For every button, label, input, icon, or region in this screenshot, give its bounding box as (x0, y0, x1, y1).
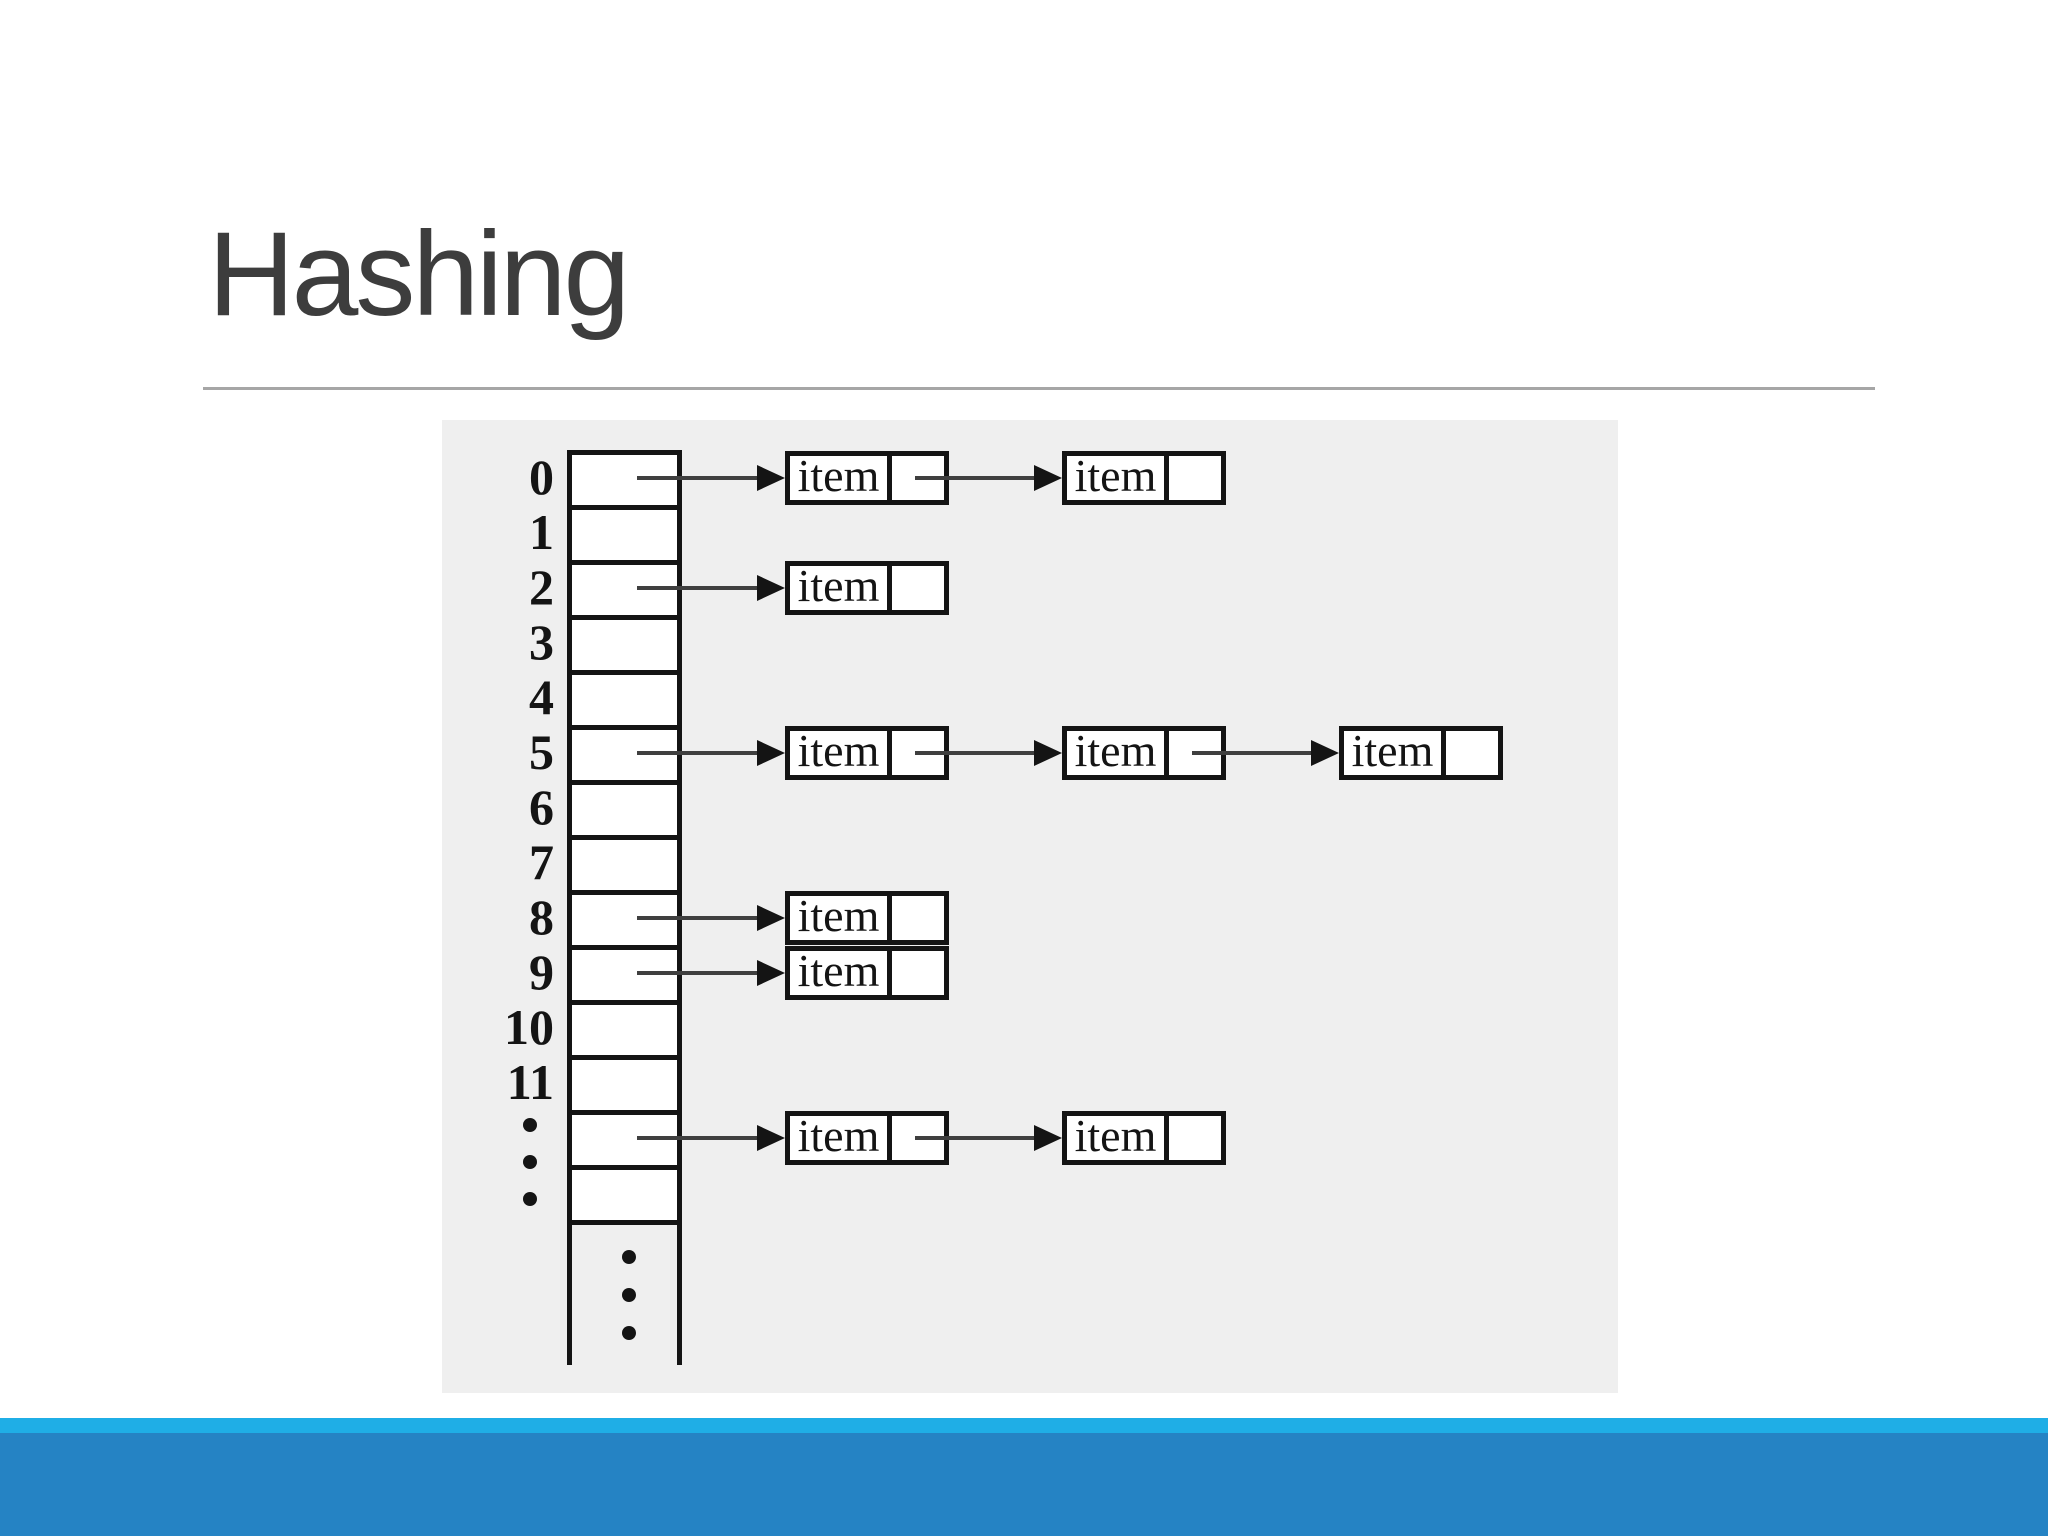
item-node-label: item (1067, 452, 1169, 500)
pointer-arrow (915, 739, 1062, 766)
pointer-arrow (915, 1124, 1062, 1151)
footer-accent-bar-light (0, 1418, 2048, 1433)
item-node-label: item (790, 727, 892, 775)
bucket-cell (572, 510, 677, 560)
bucket-cell (572, 840, 677, 890)
bucket-cell (572, 950, 677, 1000)
item-node-label: item (1067, 727, 1169, 775)
item-node: item (1062, 1110, 1226, 1165)
bucket-cell (572, 1060, 677, 1110)
bucket-cell (572, 730, 677, 780)
bucket-cell (572, 620, 677, 670)
label-ellipsis-dot (523, 1155, 537, 1169)
bucket-cell (572, 1115, 677, 1165)
item-node: item (785, 945, 949, 1000)
pointer-arrow (637, 739, 785, 766)
bucket-cell (572, 455, 677, 505)
bucket-index-label: 5 (529, 724, 554, 780)
pointer-arrow (637, 574, 785, 601)
item-node-label: item (790, 562, 892, 610)
item-node-pointer (892, 951, 944, 995)
item-node: item (1062, 725, 1226, 780)
item-node-label: item (1067, 1112, 1169, 1160)
item-node-label: item (790, 892, 892, 940)
pointer-arrow (637, 959, 785, 986)
item-node: item (1062, 450, 1226, 505)
item-node: item (785, 1110, 949, 1165)
bucket-index-label: 7 (529, 834, 554, 890)
bucket-index-label: 0 (529, 449, 554, 505)
item-node-label: item (790, 452, 892, 500)
item-node: item (785, 560, 949, 615)
bucket-cell (572, 1005, 677, 1055)
bucket-index-label: 11 (506, 1054, 554, 1110)
open-column-ellipsis-dot (622, 1288, 636, 1302)
open-column-right-line (677, 1225, 682, 1365)
item-node-pointer (1169, 456, 1221, 500)
bucket-index-label: 2 (529, 559, 554, 615)
bucket-index-label: 4 (529, 669, 554, 725)
bucket-index-label: 1 (529, 504, 554, 560)
title-divider-line (203, 387, 1875, 390)
bucket-index-label: 8 (529, 889, 554, 945)
item-node-pointer (892, 566, 944, 610)
item-node-pointer (892, 896, 944, 940)
item-node: item (785, 890, 949, 945)
label-ellipsis-dot (523, 1192, 537, 1206)
item-node: item (1339, 725, 1503, 780)
label-ellipsis-dot (523, 1118, 537, 1132)
pointer-arrow (1192, 739, 1339, 766)
bucket-index-label: 6 (529, 779, 554, 835)
bucket-cell (572, 565, 677, 615)
item-node-label: item (1344, 727, 1446, 775)
pointer-arrow (637, 904, 785, 931)
item-node-pointer (1169, 1116, 1221, 1160)
footer-accent-bar-dark (0, 1433, 2048, 1536)
bucket-index-label: 9 (529, 944, 554, 1000)
item-node-label: item (790, 947, 892, 995)
pointer-arrow (915, 464, 1062, 491)
bucket-index-label: 3 (529, 614, 554, 670)
bucket-cell (572, 675, 677, 725)
slide-title: Hashing (208, 207, 630, 341)
open-column-ellipsis-dot (622, 1326, 636, 1340)
pointer-arrow (637, 1124, 785, 1151)
bucket-cell (572, 895, 677, 945)
bucket-cell (572, 785, 677, 835)
open-column-left-line (567, 1225, 572, 1365)
item-node-label: item (790, 1112, 892, 1160)
bucket-index-label: 10 (504, 999, 554, 1055)
open-column-ellipsis-dot (622, 1250, 636, 1264)
bucket-array-column (567, 450, 682, 1225)
bucket-cell (572, 1170, 677, 1220)
pointer-arrow (637, 464, 785, 491)
item-node-pointer (1446, 731, 1498, 775)
